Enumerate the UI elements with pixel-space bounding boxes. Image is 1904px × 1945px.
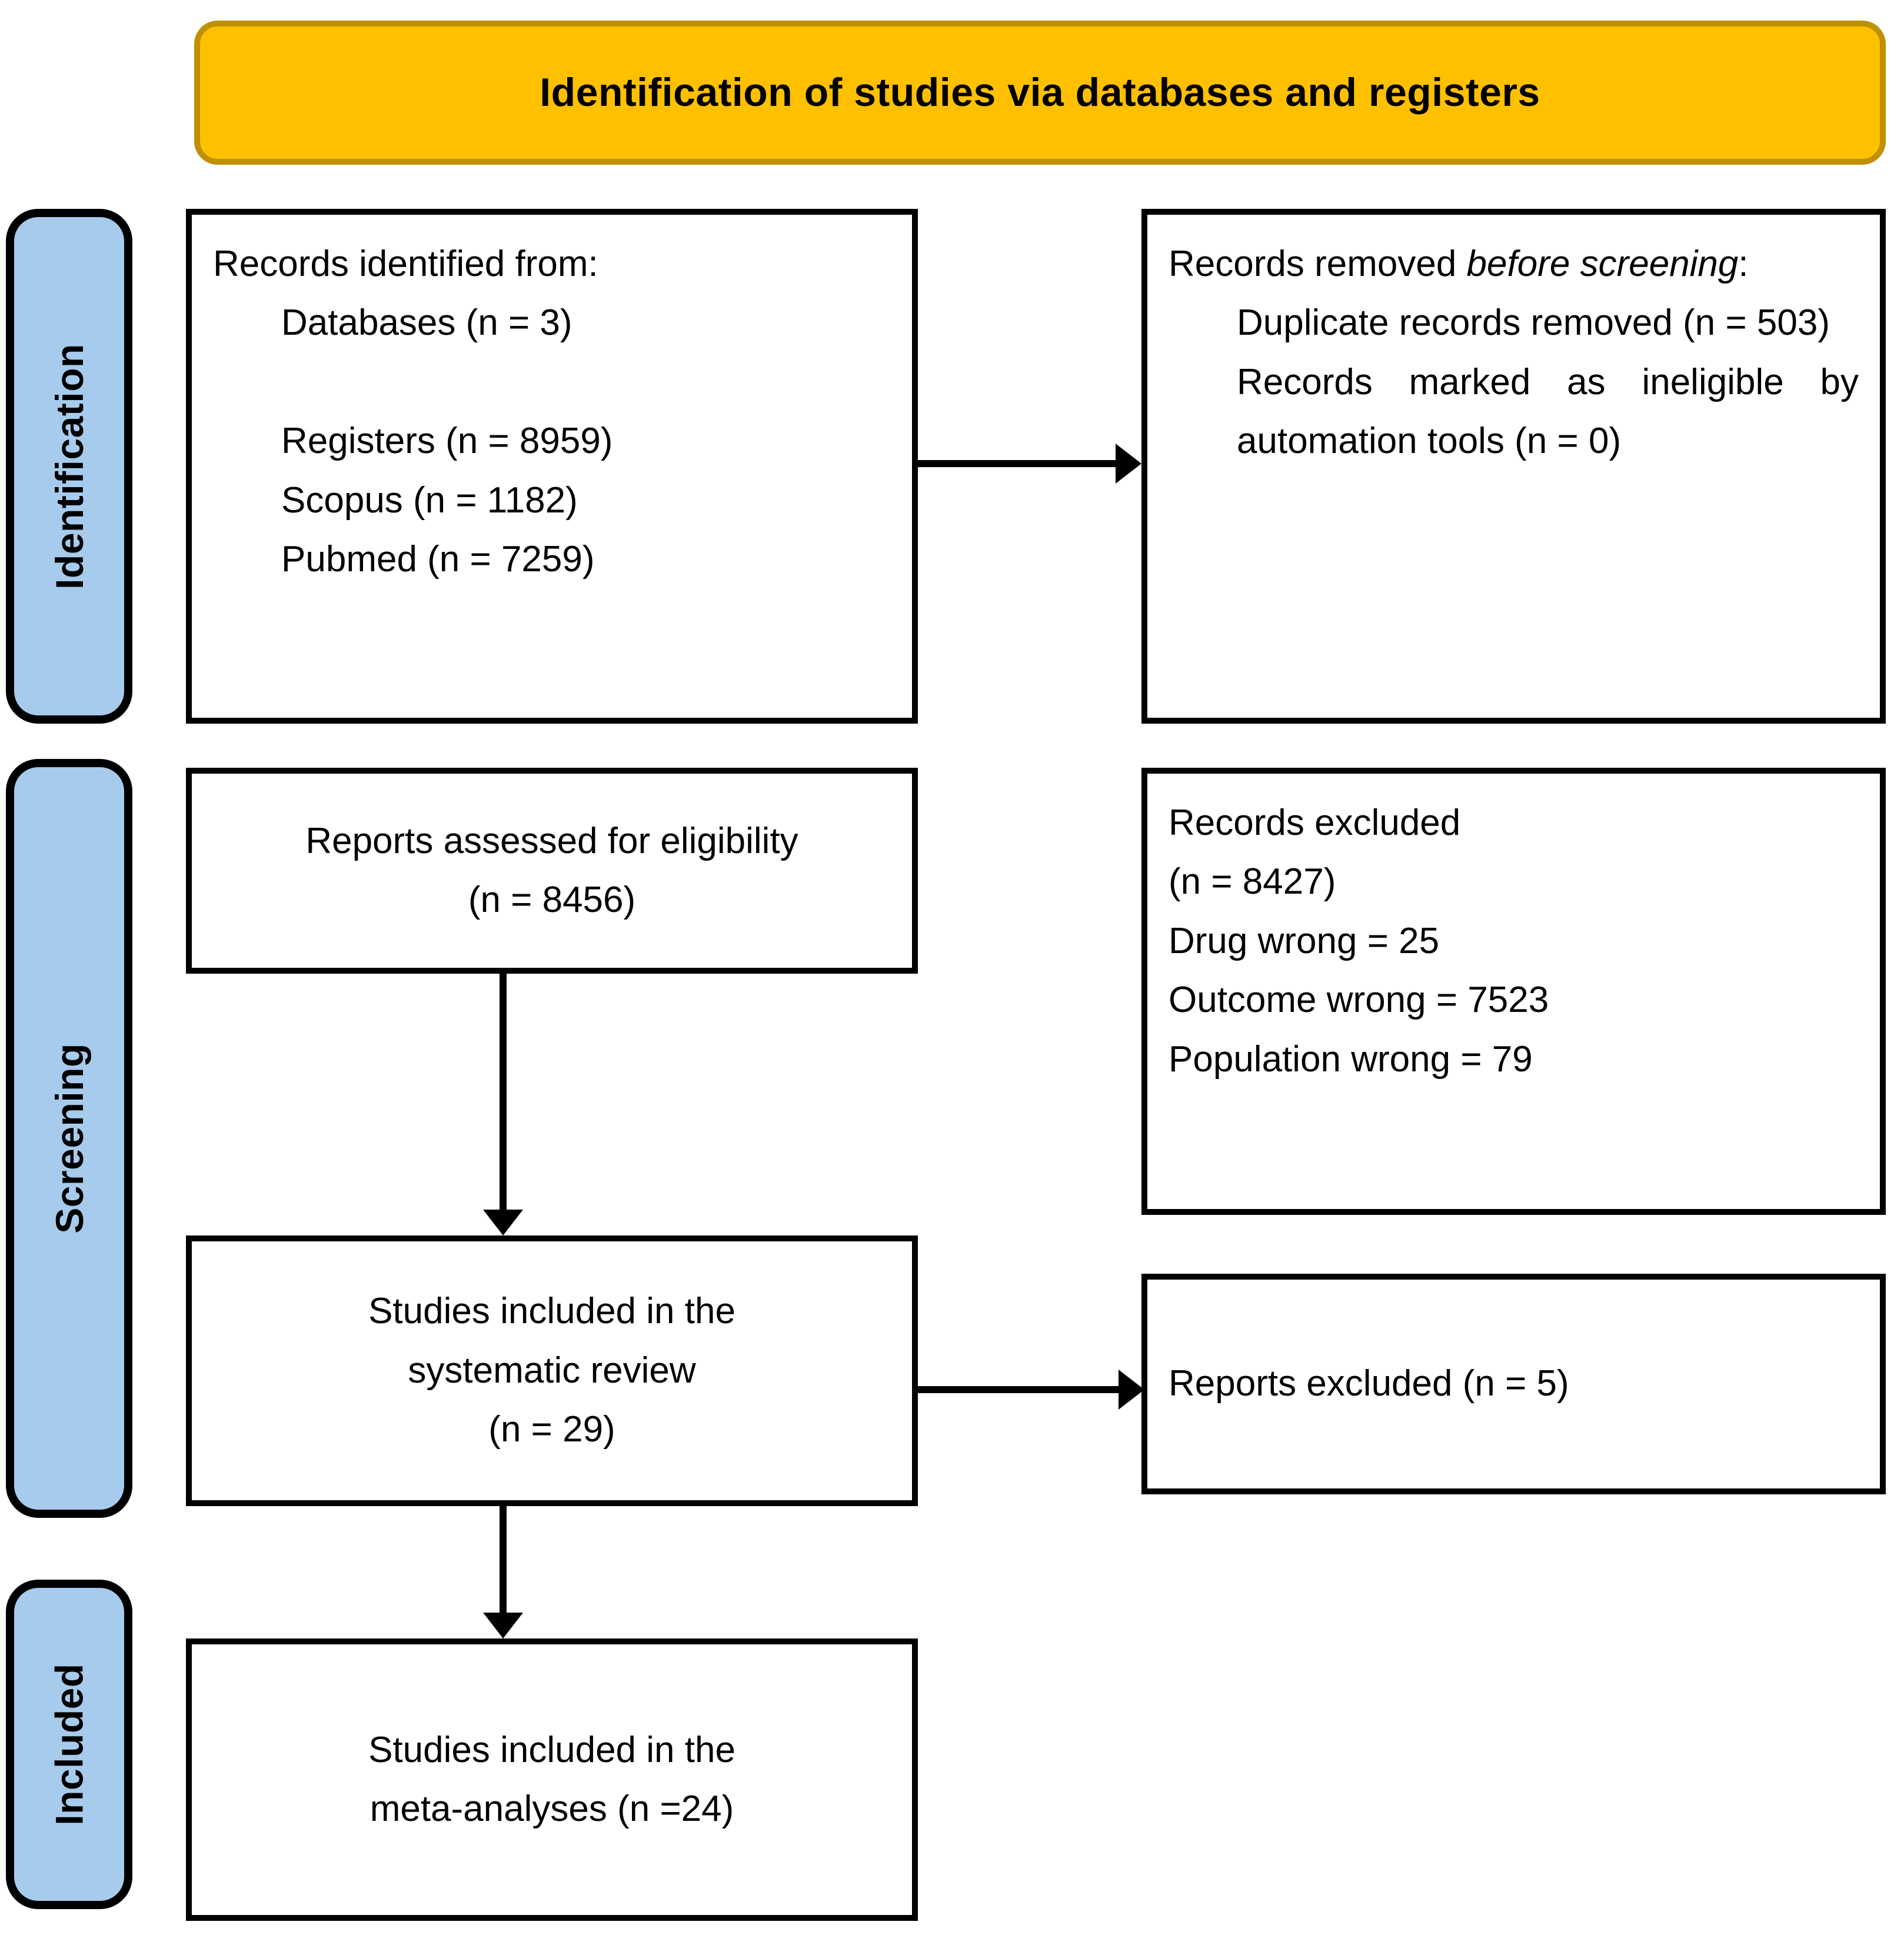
systematic-review-line2: systematic review bbox=[408, 1350, 696, 1391]
box-studies-included-meta-analyses: Studies included in the meta-analyses (n… bbox=[186, 1638, 918, 1921]
records-removed-ineligible: Records marked as ineligible by automati… bbox=[1237, 361, 1859, 462]
stage-label-screening: Screening bbox=[6, 759, 132, 1518]
box-reports-excluded: Reports excluded (n = 5) bbox=[1141, 1274, 1886, 1494]
records-identified-heading: Records identified from: bbox=[213, 244, 598, 284]
box-studies-included-systematic-review: Studies included in the systematic revie… bbox=[186, 1235, 918, 1506]
records-excluded-outcome-wrong: Outcome wrong = 7523 bbox=[1169, 980, 1549, 1021]
records-removed-duplicates: Duplicate records removed (n = 503) bbox=[1237, 302, 1830, 344]
box-records-removed-before-screening: Records removed before screening: Duplic… bbox=[1141, 209, 1886, 724]
arrow-identified-to-removed-icon bbox=[918, 460, 1118, 467]
records-removed-heading-colon: : bbox=[1738, 244, 1749, 284]
systematic-review-count: (n = 29) bbox=[488, 1409, 615, 1450]
systematic-review-line1: Studies included in the bbox=[368, 1291, 735, 1332]
diagram-title: Identification of studies via databases … bbox=[540, 70, 1540, 115]
box-records-excluded: Records excluded (n = 8427) Drug wrong =… bbox=[1141, 768, 1886, 1215]
stage-label-included: Included bbox=[6, 1580, 132, 1909]
records-excluded-population-wrong: Population wrong = 79 bbox=[1169, 1038, 1533, 1080]
records-excluded-total: (n = 8427) bbox=[1169, 861, 1336, 902]
stage-label-screening-text: Screening bbox=[47, 1043, 91, 1234]
records-identified-databases: Databases (n = 3) bbox=[281, 302, 572, 344]
reports-excluded-text: Reports excluded (n = 5) bbox=[1169, 1363, 1569, 1404]
stage-label-included-text: Included bbox=[47, 1663, 91, 1826]
meta-analyses-line2: meta-analyses (n =24) bbox=[370, 1789, 734, 1829]
records-excluded-drug-wrong: Drug wrong = 25 bbox=[1169, 920, 1440, 961]
records-excluded-heading: Records excluded bbox=[1169, 802, 1461, 843]
records-identified-pubmed: Pubmed (n = 7259) bbox=[281, 539, 595, 580]
diagram-header-banner: Identification of studies via databases … bbox=[194, 21, 1886, 165]
reports-assessed-line1: Reports assessed for eligibility bbox=[305, 820, 798, 861]
meta-analyses-line1: Studies included in the bbox=[368, 1729, 735, 1770]
reports-assessed-count: (n = 8456) bbox=[468, 880, 636, 920]
records-removed-heading-italic: before screening bbox=[1466, 244, 1739, 284]
arrow-systematic-to-reports-excluded-icon bbox=[918, 1386, 1121, 1393]
records-identified-scopus: Scopus (n = 1182) bbox=[281, 479, 578, 521]
stage-label-identification-text: Identification bbox=[47, 343, 91, 590]
records-identified-registers: Registers (n = 8959) bbox=[281, 421, 613, 462]
arrow-eligibility-to-systematic-icon bbox=[500, 974, 507, 1212]
box-records-identified: Records identified from: Databases (n = … bbox=[186, 209, 918, 724]
blank-line-spacer bbox=[213, 353, 891, 412]
records-removed-heading-part1: Records removed bbox=[1169, 244, 1467, 284]
records-removed-heading: Records removed before screening: bbox=[1169, 235, 1859, 294]
arrow-systematic-to-meta-icon bbox=[500, 1506, 507, 1615]
stage-label-identification: Identification bbox=[6, 209, 132, 724]
box-reports-assessed-eligibility: Reports assessed for eligibility (n = 84… bbox=[186, 768, 918, 974]
